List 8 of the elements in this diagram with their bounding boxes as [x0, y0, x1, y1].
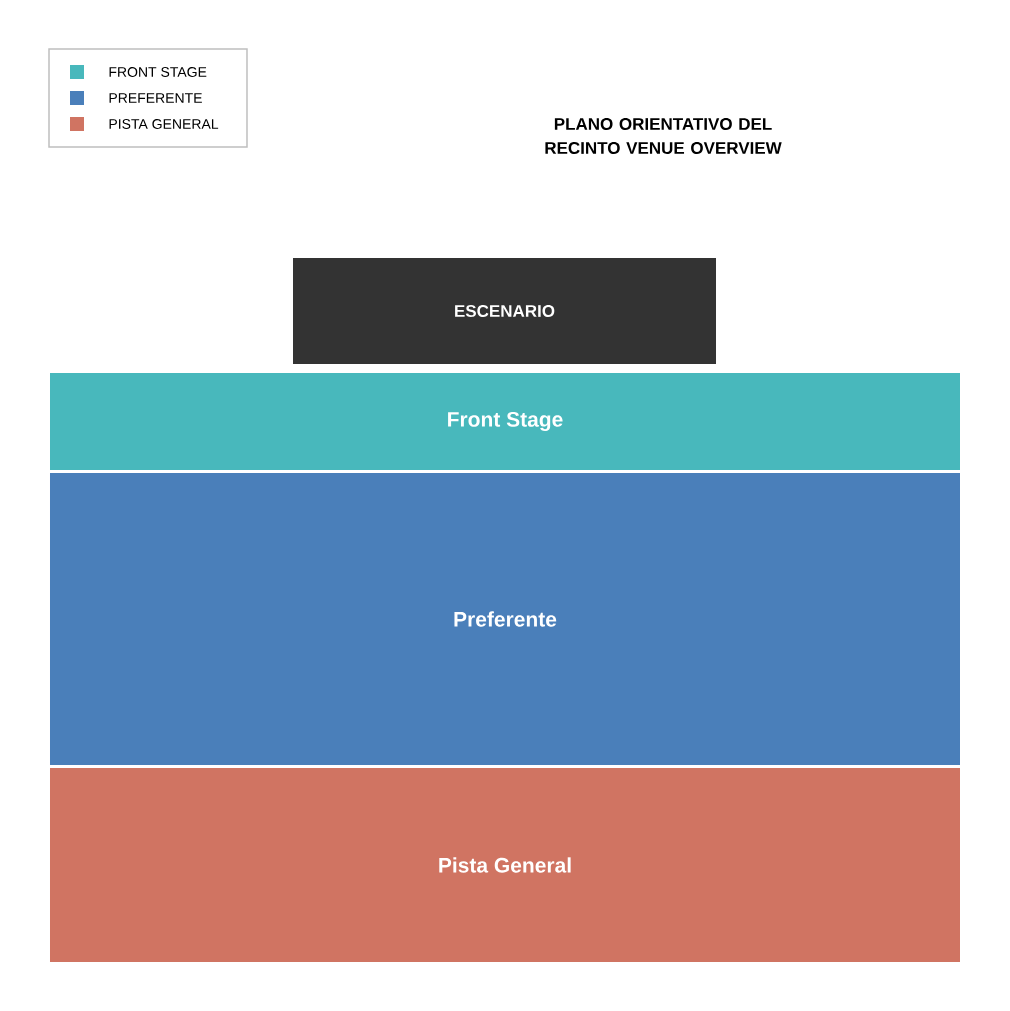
- title: PLANO ORIENTATIVO DEL RECINTO VENUE OVERVIEW: [545, 118, 782, 154]
- stage-block: ESCENARIO: [293, 258, 716, 364]
- seating-zone: Preferente: [50, 473, 960, 765]
- seating-zone: Pista General: [50, 768, 960, 962]
- legend-label: PISTA GENERAL: [109, 119, 219, 129]
- legend-label: FRONT STAGE: [109, 67, 207, 77]
- legend-label: PREFERENTE: [109, 93, 202, 103]
- seating-zone: Front Stage: [50, 373, 960, 470]
